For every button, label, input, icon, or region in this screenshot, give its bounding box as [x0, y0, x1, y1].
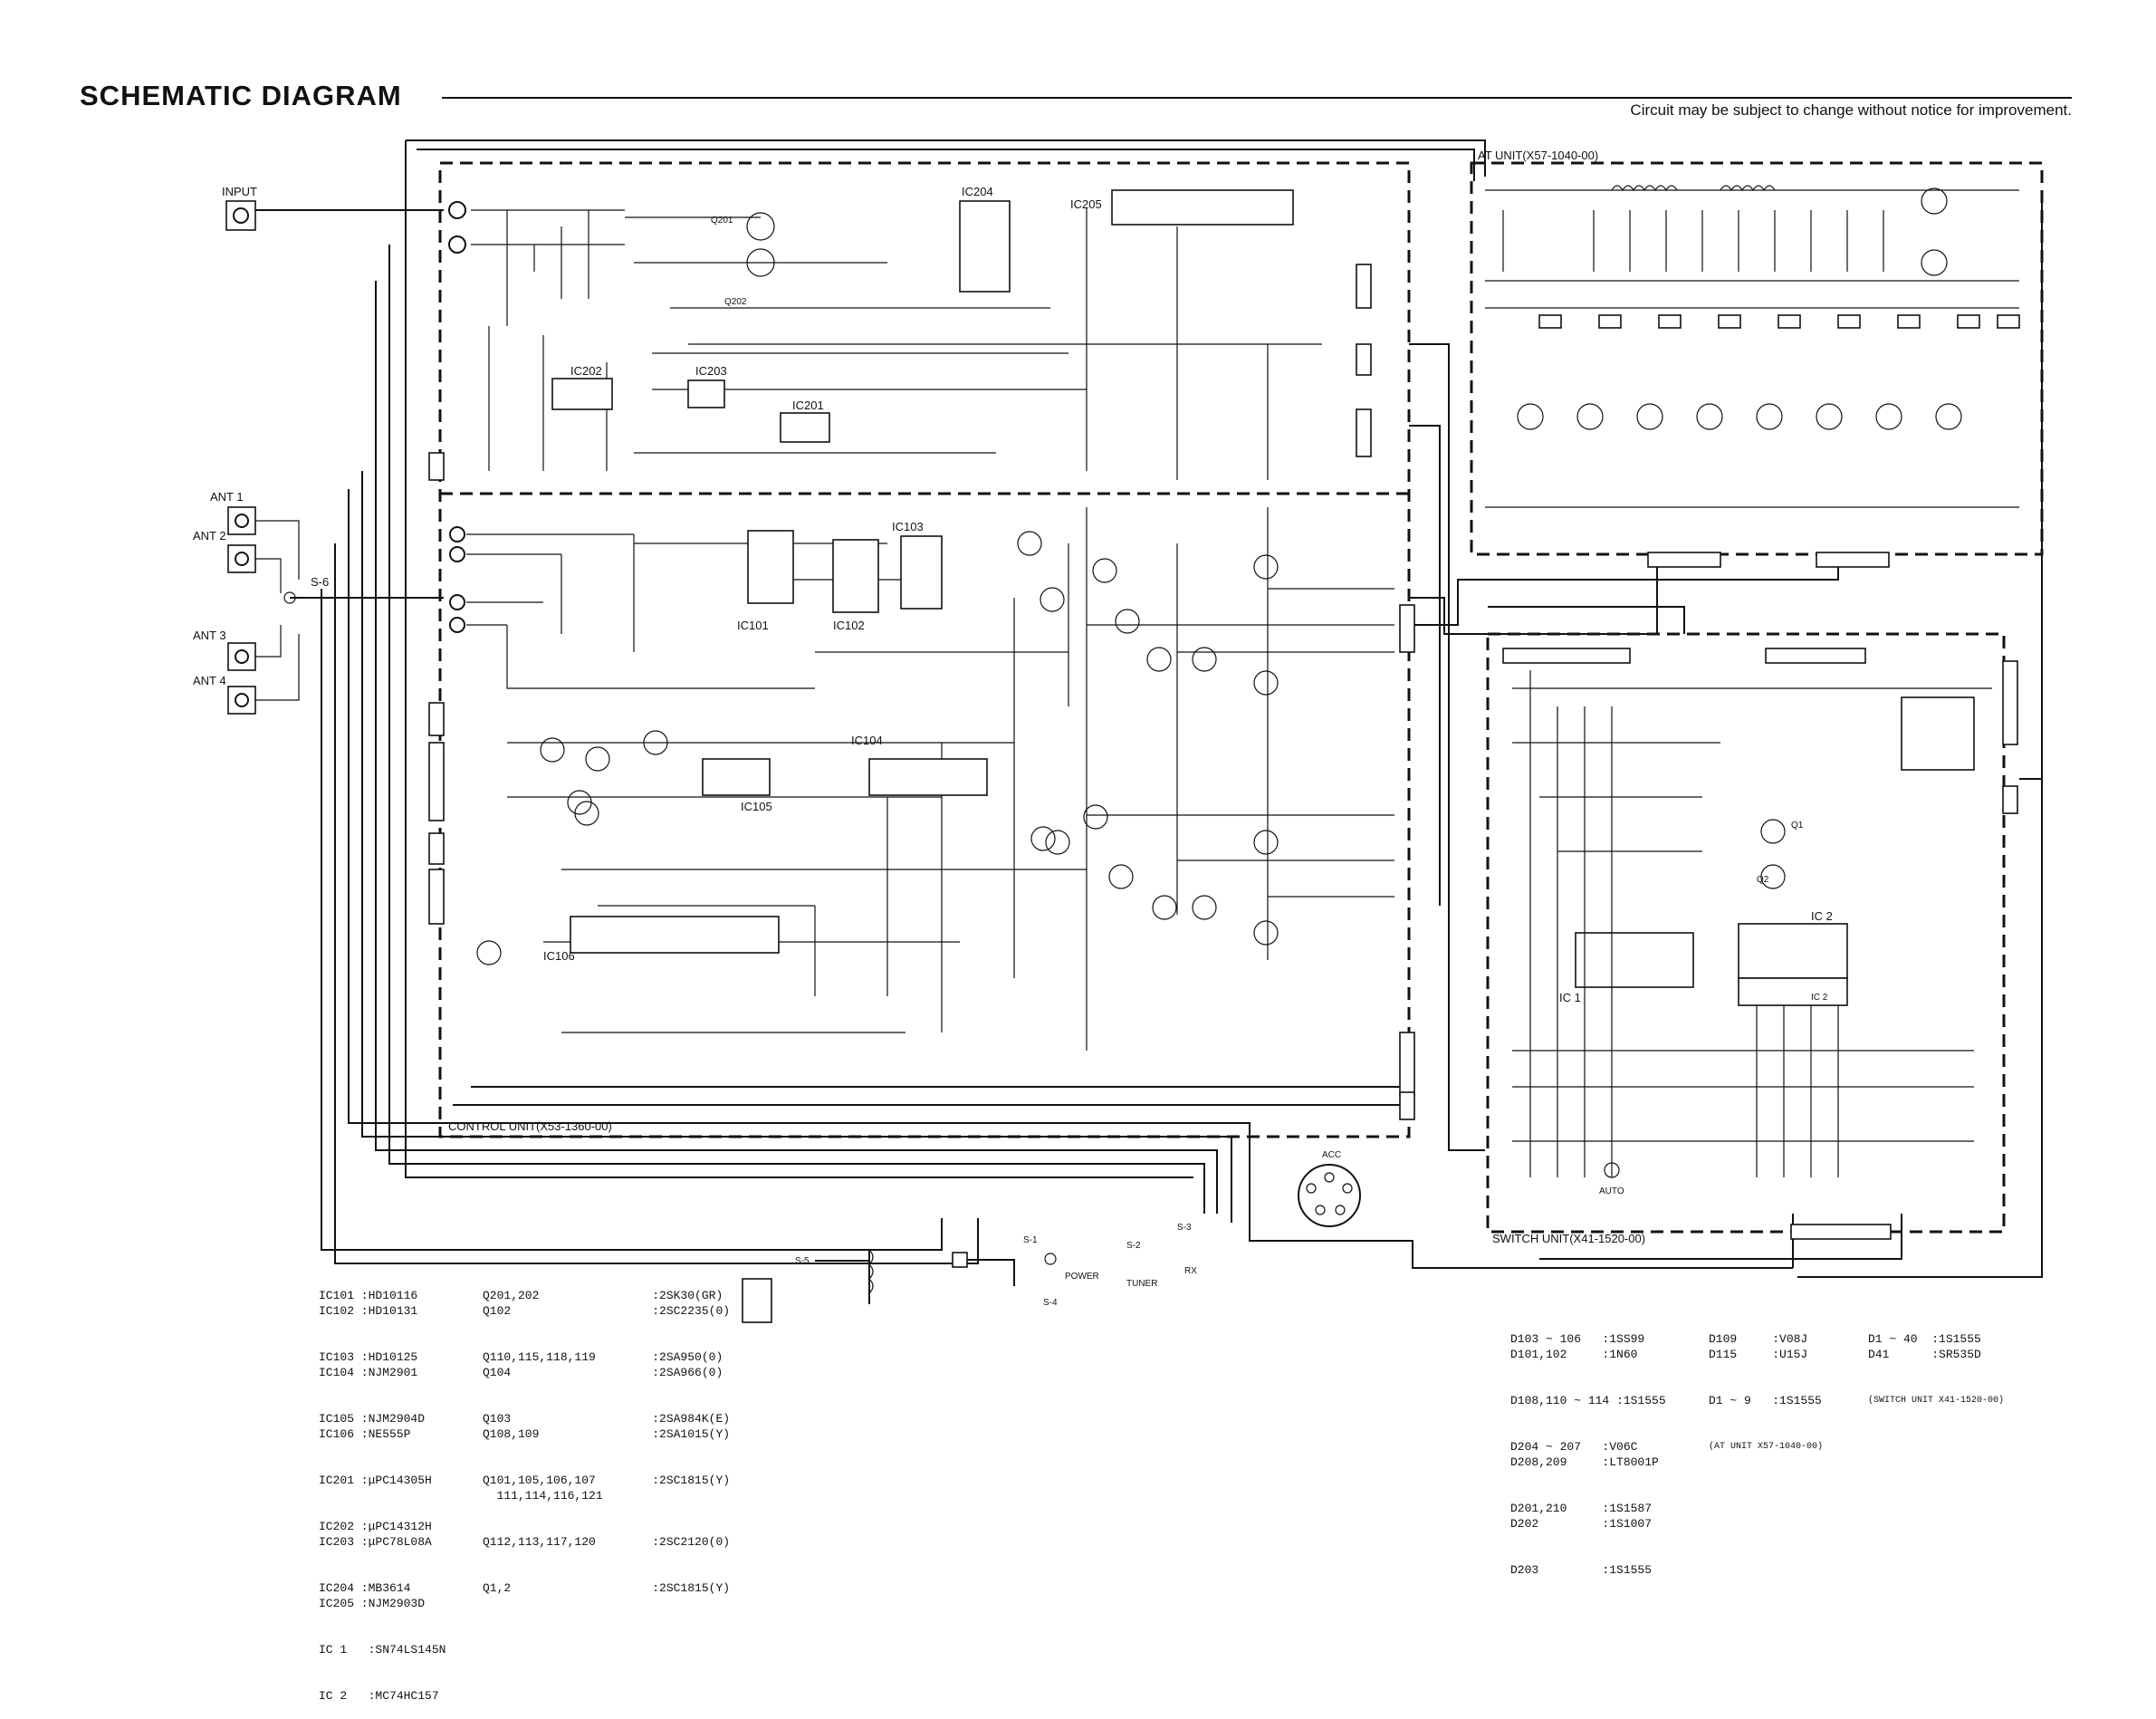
ant3-label: ANT 3 [193, 629, 226, 642]
control-unit-boundary [438, 161, 1411, 1138]
svg-text:IC 2: IC 2 [1811, 909, 1833, 923]
svg-text:IC103: IC103 [892, 520, 924, 533]
svg-text:S-3: S-3 [1177, 1223, 1192, 1233]
svg-text:IC101: IC101 [737, 619, 769, 632]
ant4-label: ANT 4 [193, 674, 226, 687]
svg-text:Q202: Q202 [724, 297, 747, 307]
ic203-block: IC203 [687, 364, 727, 408]
ant2-label: ANT 2 [193, 529, 226, 543]
front-panel-switches: S-1 POWER S-2 TUNER S-3 RX S-4 S-5 ACC [742, 1150, 1361, 1323]
wiring-harness [321, 139, 2043, 1278]
ic201-block: IC201 [780, 399, 830, 443]
at-unit-circuit [1485, 185, 2020, 508]
input-connector: INPUT [222, 185, 444, 231]
svg-text:IC102: IC102 [833, 619, 865, 632]
control-unit-label: CONTROL UNIT(X53-1360-00) [448, 1119, 612, 1133]
schematic-canvas: CONTROL UNIT(X53-1360-00) AT UNIT(X57-10… [193, 139, 2044, 1323]
ant1-label: ANT 1 [210, 490, 244, 504]
input-label: INPUT [222, 185, 257, 198]
at-unit-boundary [1470, 161, 2044, 556]
svg-text:S-1: S-1 [1023, 1235, 1038, 1245]
page-title: SCHEMATIC DIAGRAM [80, 80, 402, 111]
svg-text:S-4: S-4 [1043, 1298, 1058, 1308]
title-rule [442, 97, 2072, 99]
svg-text:IC203: IC203 [695, 364, 727, 378]
svg-text:ACC: ACC [1322, 1150, 1341, 1160]
ic104-block: IC104 [851, 734, 988, 796]
switch-unit-label: SWITCH UNIT(X41-1520-00) [1492, 1232, 1645, 1245]
transistor-legend: Q201,202 :2SK30(GR)Q102 :2SC2235(0) Q110… [483, 1289, 731, 1595]
s6-label: S-6 [311, 575, 329, 589]
svg-text:IC204: IC204 [962, 185, 993, 198]
rf-detector-section: Q201 Q202 [448, 201, 1322, 480]
svg-text:Q201: Q201 [711, 216, 733, 226]
svg-text:RX: RX [1184, 1266, 1197, 1276]
svg-text:AUTO: AUTO [1599, 1186, 1624, 1196]
svg-text:IC105: IC105 [741, 800, 772, 813]
svg-text:POWER: POWER [1065, 1272, 1099, 1282]
ic106-block: IC106 [543, 916, 780, 963]
antenna-connectors: ANT 1 ANT 2 ANT 3 ANT 4 S-6 [193, 490, 444, 715]
svg-text:TUNER: TUNER [1126, 1279, 1157, 1289]
svg-text:IC205: IC205 [1070, 197, 1102, 211]
svg-text:S-2: S-2 [1126, 1241, 1141, 1251]
ic103-block: IC103 [892, 520, 943, 610]
connector-strips [428, 264, 2018, 1240]
svg-text:Q2: Q2 [1757, 875, 1769, 885]
svg-text:S-5: S-5 [795, 1256, 810, 1266]
svg-text:IC201: IC201 [792, 399, 824, 412]
ic202-block: IC202 [551, 364, 613, 410]
ic105-block: IC105 [702, 758, 772, 813]
svg-text:IC202: IC202 [570, 364, 602, 378]
at-unit-label: AT UNIT(X57-1040-00) [1478, 149, 1598, 162]
control-transistors [476, 531, 1279, 965]
reference-labels: IC 2 [1811, 993, 1828, 1003]
revision-notice: Circuit may be subject to change without… [1630, 101, 2072, 119]
ic205-block: IC205 [1070, 189, 1294, 226]
svg-text:Q1: Q1 [1791, 821, 1804, 831]
ic101-block: IC101 [737, 530, 794, 632]
svg-text:IC 1: IC 1 [1559, 991, 1581, 1004]
svg-text:IC106: IC106 [543, 949, 575, 963]
ic204-block: IC204 [959, 185, 1011, 293]
svg-text:IC 2: IC 2 [1811, 993, 1828, 1003]
ic102-block: IC102 [832, 539, 879, 632]
svg-text:IC104: IC104 [851, 734, 883, 747]
